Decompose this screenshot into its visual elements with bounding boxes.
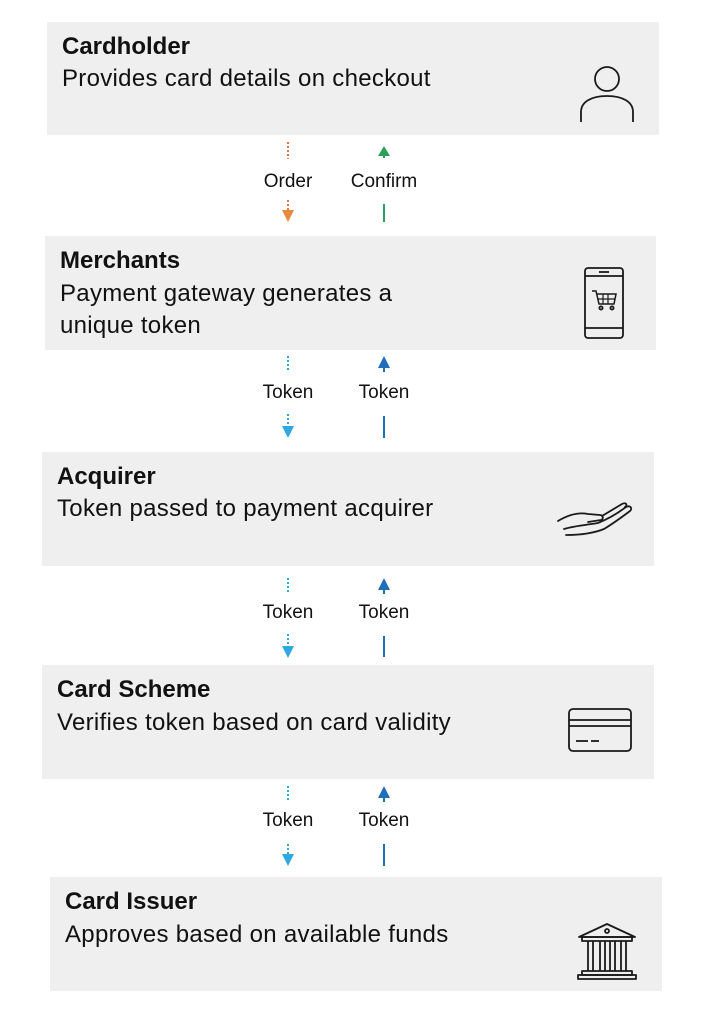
step-title: Card Scheme	[57, 676, 211, 703]
step-box-acquirer: Acquirer Token passed to payment acquire…	[42, 452, 654, 566]
step-description-line: Token passed to payment acquirer	[57, 495, 434, 522]
step-description-line: Verifies token based on card validity	[57, 709, 451, 736]
hand-icon	[556, 499, 634, 544]
connector-acquirer-scheme: Token Token	[240, 568, 420, 664]
bank-icon	[576, 921, 638, 986]
credit-card-icon	[568, 708, 632, 757]
step-description-line: unique token	[60, 312, 202, 339]
down-label: Token	[262, 602, 314, 623]
up-arrow-head	[378, 578, 390, 590]
step-box-merchants: Merchants Payment gateway generates a un…	[45, 236, 656, 350]
connector-arrows	[282, 356, 390, 438]
connector-cardholder-merchants: Order Confirm	[240, 138, 420, 234]
down-label: Token	[262, 810, 314, 831]
step-title: Card Issuer	[65, 888, 198, 915]
down-label: Token	[262, 382, 314, 403]
connector-merchants-acquirer: Token Token	[240, 352, 420, 450]
down-arrow-head	[282, 854, 294, 866]
step-description: Token passed to payment acquirer	[57, 493, 433, 525]
down-label: Order	[263, 171, 313, 192]
connector-arrows	[282, 142, 390, 222]
step-box-cardholder: Cardholder Provides card details on chec…	[47, 22, 659, 135]
connector-scheme-issuer: Token Token	[240, 780, 420, 876]
up-arrow-head	[378, 786, 390, 798]
step-description-line: Payment gateway generates a	[60, 280, 393, 307]
person-icon	[577, 64, 637, 129]
step-description: Provides card details on checkout	[62, 63, 431, 95]
step-description: Approves based on available funds	[65, 919, 449, 951]
up-label: Confirm	[350, 171, 418, 192]
step-description: Verifies token based on card validity	[57, 707, 451, 739]
step-title: Merchants	[60, 247, 181, 274]
up-label: Token	[358, 382, 410, 403]
step-title: Acquirer	[57, 463, 156, 490]
step-box-card-scheme: Card Scheme Verifies token based on card…	[42, 665, 654, 779]
up-arrow-head	[378, 146, 390, 156]
up-arrow-head	[378, 356, 390, 368]
step-title: Cardholder	[62, 33, 191, 60]
step-description-line: Approves based on available funds	[65, 921, 449, 948]
up-label: Token	[358, 810, 410, 831]
mobile-cart-icon	[583, 266, 625, 345]
step-box-card-issuer: Card Issuer Approves based on available …	[50, 877, 662, 991]
step-description-line: Provides card details on checkout	[62, 65, 431, 92]
down-arrow-head	[282, 210, 294, 222]
down-arrow-head	[282, 426, 294, 438]
connector-arrows	[282, 578, 390, 658]
step-description: Payment gateway generates a unique token	[60, 278, 392, 342]
connector-arrows	[282, 786, 390, 866]
up-label: Token	[358, 602, 410, 623]
down-arrow-head	[282, 646, 294, 658]
